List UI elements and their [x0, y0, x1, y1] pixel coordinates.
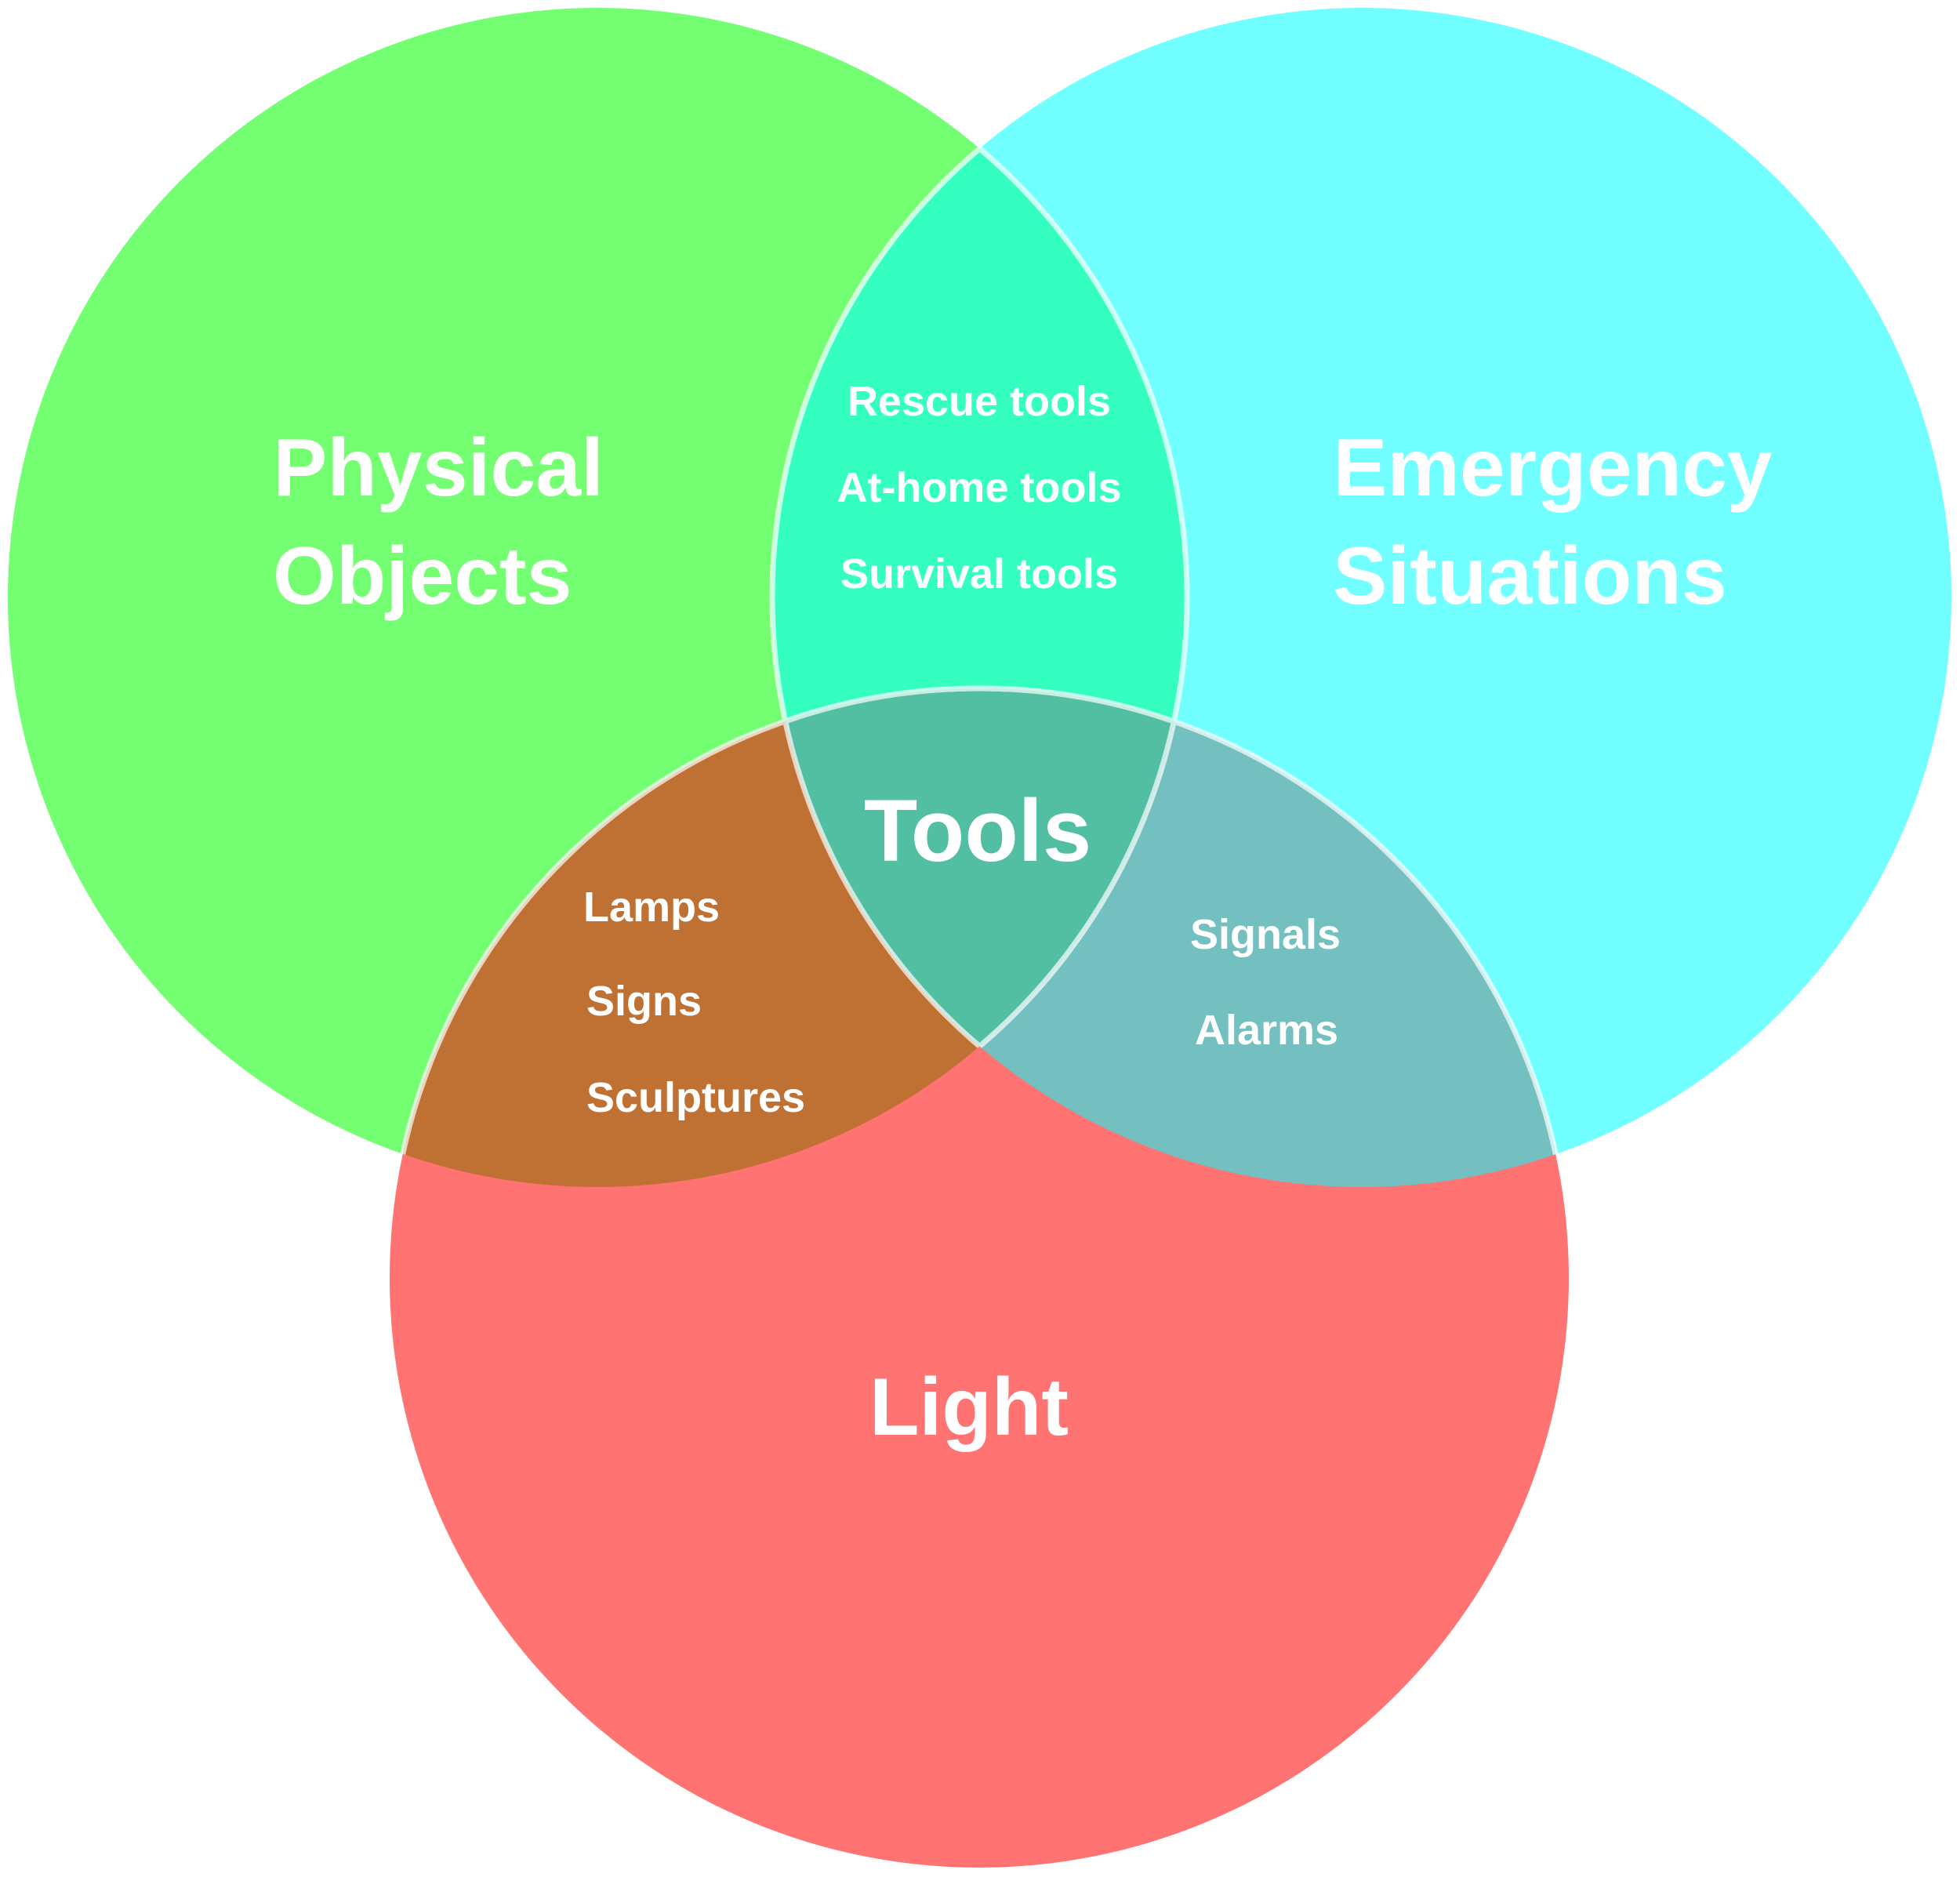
light-title: Light [869, 1362, 1069, 1453]
physical-light-overlap [390, 688, 1187, 1187]
sculptures-label: Sculptures [586, 1074, 805, 1121]
tools-title: Tools [864, 782, 1091, 880]
cyan-edge-outline [769, 8, 1187, 1187]
physical-objects-title: Physical Objects [273, 423, 626, 622]
alarms-label: Alarms [1195, 1007, 1338, 1054]
lamps-label: Lamps [583, 884, 720, 931]
signals-label: Signals [1190, 911, 1341, 958]
signs-label: Signs [586, 978, 702, 1025]
at-home-tools-label: At-home tools [837, 464, 1122, 511]
physical-objects-title-line-1: Physical [273, 423, 604, 514]
emergency-situations-title: Emergency Situations [1333, 423, 1795, 622]
red-edge-outline-in-cyan [772, 685, 1572, 1187]
emergency-light-overlap [772, 688, 1569, 1187]
survival-tools-label: Survival tools [840, 550, 1118, 597]
emergency-situations-title-line-2: Situations [1333, 531, 1727, 622]
physical-objects-title-line-2: Objects [273, 531, 572, 622]
rescue-tools-label: Rescue tools [848, 378, 1111, 425]
emergency-situations-title-line-1: Emergency [1333, 423, 1773, 514]
green-edge-outline [772, 8, 1190, 1187]
